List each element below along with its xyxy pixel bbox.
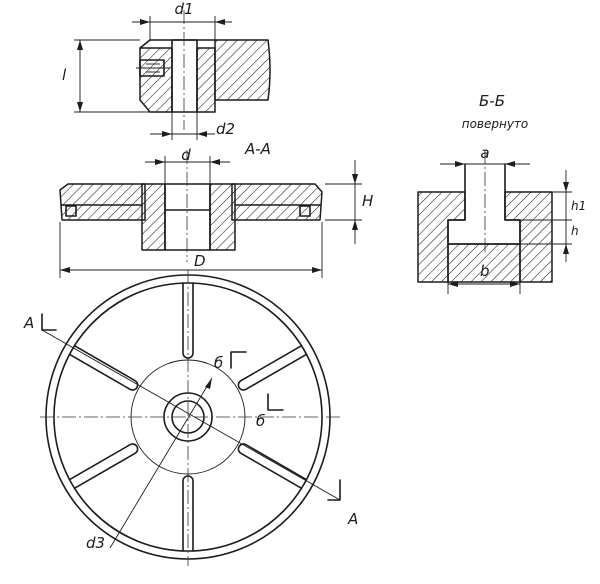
label-d: d — [181, 146, 191, 164]
radial-slot-4 — [182, 475, 194, 552]
section-bb — [417, 150, 572, 294]
label-cut-a-bottom: A — [347, 510, 358, 528]
boss-section — [214, 39, 271, 101]
bushing-left-wall — [139, 47, 173, 113]
hub-right — [209, 183, 236, 251]
label-a: a — [480, 144, 489, 162]
label-H: H — [362, 192, 373, 210]
label-d2: d2 — [216, 120, 235, 138]
radial-slot-6 — [68, 344, 139, 391]
label-D: D — [194, 252, 206, 270]
label-l: l — [62, 66, 67, 84]
section-aa — [59, 150, 362, 278]
plan-view — [40, 270, 341, 566]
label-cut-b-bottom: б — [256, 412, 265, 430]
label-section-bb-title: Б-Б — [479, 92, 505, 110]
label-h: h — [571, 224, 579, 238]
label-d1: d1 — [174, 0, 193, 18]
radial-slot-5 — [68, 443, 139, 490]
radial-slot-3 — [237, 443, 308, 490]
bushing-right-wall — [196, 47, 216, 113]
plate-right-section — [231, 183, 323, 221]
hub-bore — [164, 183, 211, 251]
t-slot-profile — [447, 163, 521, 245]
bushing-bore — [171, 39, 198, 113]
radial-slot-2 — [237, 344, 308, 391]
label-section-bb-note: повернуто — [462, 117, 529, 131]
label-h1: h1 — [571, 199, 586, 213]
radial-slots — [68, 282, 308, 552]
label-section-aa: А-А — [244, 140, 271, 158]
label-cut-b-top: б — [214, 354, 223, 372]
radial-slot-1 — [182, 282, 194, 359]
label-d3: d3 — [86, 534, 105, 552]
plate-left-section — [59, 183, 146, 221]
bushing-detail — [74, 10, 271, 140]
label-b: b — [480, 262, 490, 280]
hub-left — [141, 183, 166, 251]
label-cut-a-top: A — [23, 314, 34, 332]
